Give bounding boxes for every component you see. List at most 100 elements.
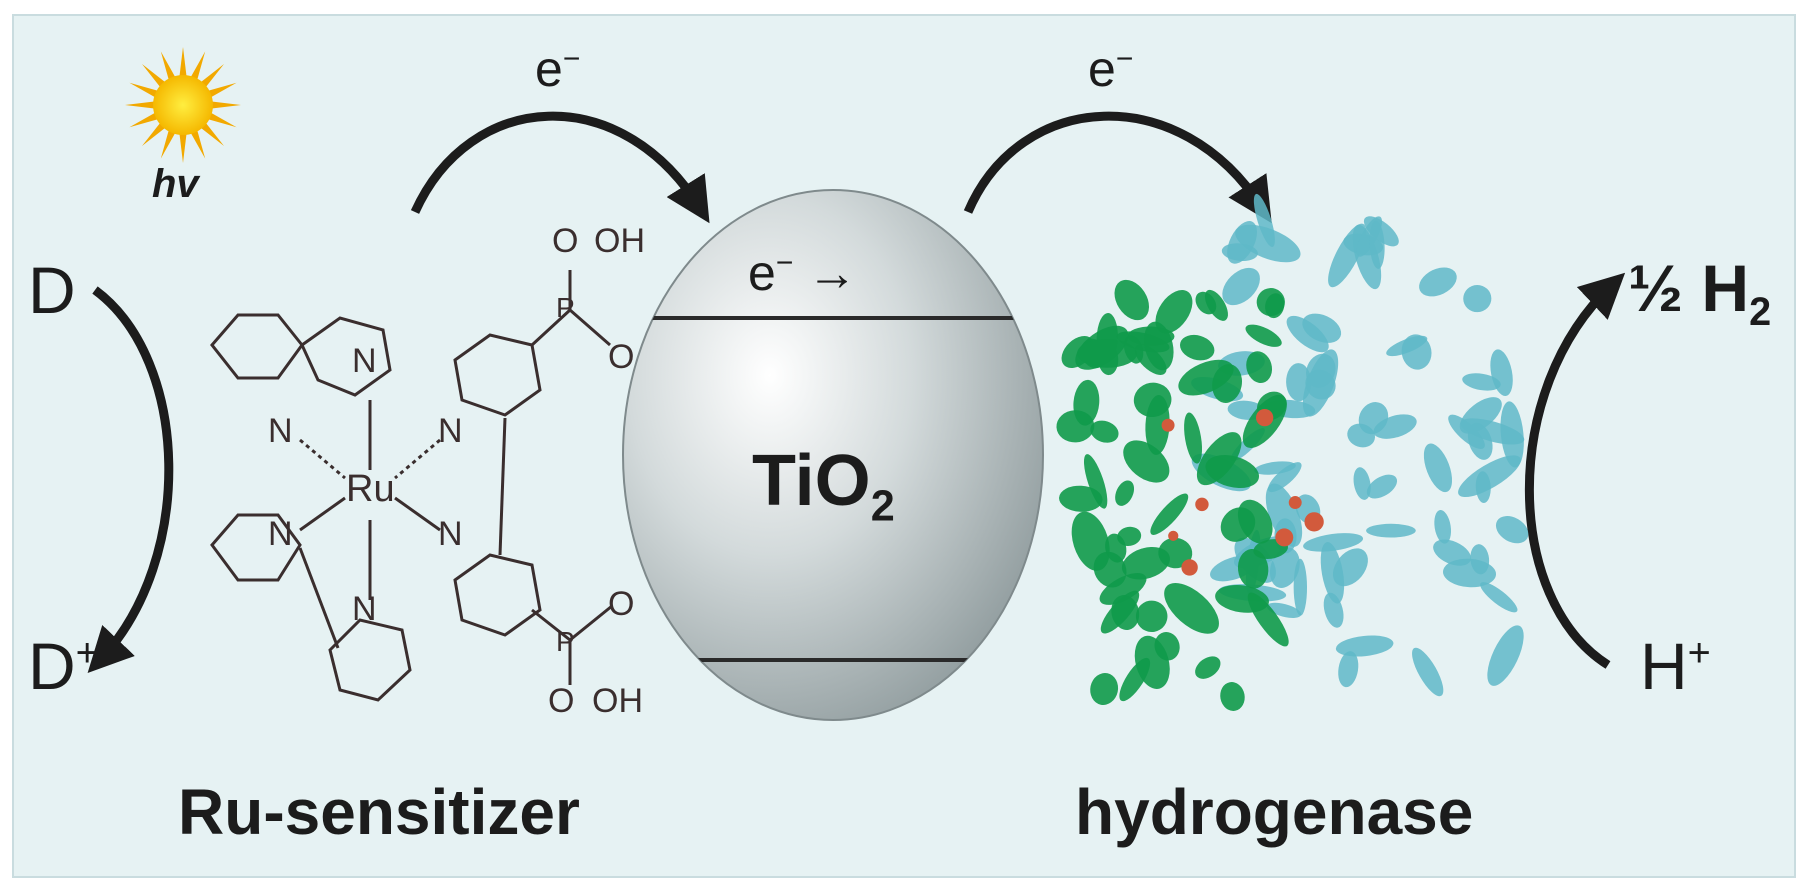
enzyme-helix-cyan [1221,243,1258,261]
electron-label-2: e− [1088,40,1133,98]
donor-oxidized-charge: + [75,631,99,675]
enzyme-active-site [1181,559,1198,576]
enzyme-helix-green [1179,334,1215,361]
tio2-band-electron: e [748,245,776,301]
sun-ray [179,47,187,78]
enzyme-helix-cyan [1328,223,1367,288]
atom-ru: Ru [346,468,395,510]
enzyme-helix-green [1195,291,1217,315]
sun-ray [207,112,237,128]
sun-ray [129,112,159,128]
enzyme-helix-green [1134,635,1170,689]
sun-icon [125,47,241,163]
atom-n-top: N [352,342,377,380]
enzyme-helix-cyan [1254,461,1296,475]
enzyme-helix-green [1056,410,1095,443]
sun-ray [129,82,159,98]
hydrogen-text: H [1701,251,1750,325]
tio2-band-arrow: → [807,245,858,301]
enzyme-helix-cyan [1222,267,1260,306]
donor-oxidation-arrow [87,286,174,674]
enzyme-helix-cyan [1442,558,1497,588]
enzyme-helix-green [1077,339,1138,368]
enzyme-helix-green [1123,440,1170,483]
enzyme-helix-cyan [1463,284,1492,313]
hydrogenase-structure [1056,193,1529,711]
proton-label: H+ [1640,628,1711,704]
atom-n-bottom: N [352,590,377,628]
enzyme-helix-green [1150,493,1189,535]
enzyme-helix-green [1196,432,1242,486]
enzyme-helix-green [1071,511,1110,571]
enzyme-helix-green [1090,672,1119,705]
hydrogen-subscript: 2 [1749,290,1772,335]
enzyme-helix-cyan [1480,582,1518,613]
enzyme-helix-cyan [1303,533,1364,552]
enzyme-helix-green [1245,324,1282,347]
atom-n-left: N [268,412,293,450]
sun-ray [200,122,225,147]
enzyme-helix-green [1100,590,1140,634]
enzyme-helix-cyan [1366,523,1416,538]
enzyme-active-site [1195,497,1209,512]
tio2-text: TiO [752,441,871,521]
enzyme-helix-green [1178,359,1234,396]
enzyme-helix-green [1090,420,1119,443]
enzyme-helix-green [1164,583,1219,634]
enzyme-helix-cyan [1286,315,1329,353]
tio2-subscript: 2 [870,482,895,531]
enzyme-helix-cyan [1412,647,1444,697]
enzyme-helix-cyan [1253,193,1275,247]
atom-o-2: O [608,338,635,376]
sun-ray [190,129,206,159]
enzyme-helix-cyan [1434,509,1452,544]
atom-n-right-top: N [438,412,463,450]
enzyme-active-site [1288,496,1302,509]
enzyme-helix-cyan [1335,635,1394,657]
enzyme-helix-green [1195,656,1221,679]
enzyme-helix-green [1121,546,1170,580]
enzyme-helix-cyan [1460,418,1525,445]
electron-label-1: e− [535,40,580,98]
enzyme-helix-cyan [1338,651,1359,688]
light-label: hv [152,162,199,206]
enzyme-helix-green [1220,682,1245,711]
donor-reduced-label: D [28,253,76,327]
enzyme-helix-cyan [1419,267,1457,297]
enzyme-active-site [1168,530,1179,541]
tio2-band-charge: − [775,246,794,280]
proton-charge: + [1687,631,1711,675]
sun-ray [141,122,166,147]
enzyme-active-site [1275,528,1294,547]
enzyme-active-site [1255,408,1274,427]
enzyme-helix-cyan [1423,443,1453,493]
electron-transfer-arrow-1 [410,111,710,224]
sun-ray [190,51,206,81]
enzyme-helix-cyan [1366,474,1398,499]
electron-transfer-arrow-2 [963,111,1272,224]
enzyme-helix-cyan [1369,220,1385,269]
enzyme-helix-green [1115,480,1135,506]
atom-n-right-bottom: N [438,515,463,553]
enzyme-helix-cyan [1458,455,1521,498]
enzyme-helix-green [1237,499,1273,544]
enzyme-helix-green [1155,290,1193,334]
enzyme-helix-green [1237,548,1269,589]
hydrogen-coefficient: ½ [1628,251,1684,325]
enzyme-helix-cyan [1386,335,1428,357]
atom-p-2: P [556,626,575,657]
tio2-band-label: e− → [748,244,857,302]
sun-ray [160,51,176,81]
enzyme-helix-green [1099,573,1147,605]
enzyme-helix-green [1256,288,1285,317]
enzyme-helix-cyan [1495,516,1529,544]
sun-ray [125,101,156,109]
enzyme-helix-cyan [1487,625,1524,686]
enzyme-helix-cyan [1265,483,1303,547]
enzyme-helix-cyan [1323,592,1344,628]
enzyme-helix-green [1083,454,1108,509]
enzyme-active-site [1304,512,1324,532]
atom-o-3: O [608,585,635,623]
atom-o-4: O [548,682,575,720]
